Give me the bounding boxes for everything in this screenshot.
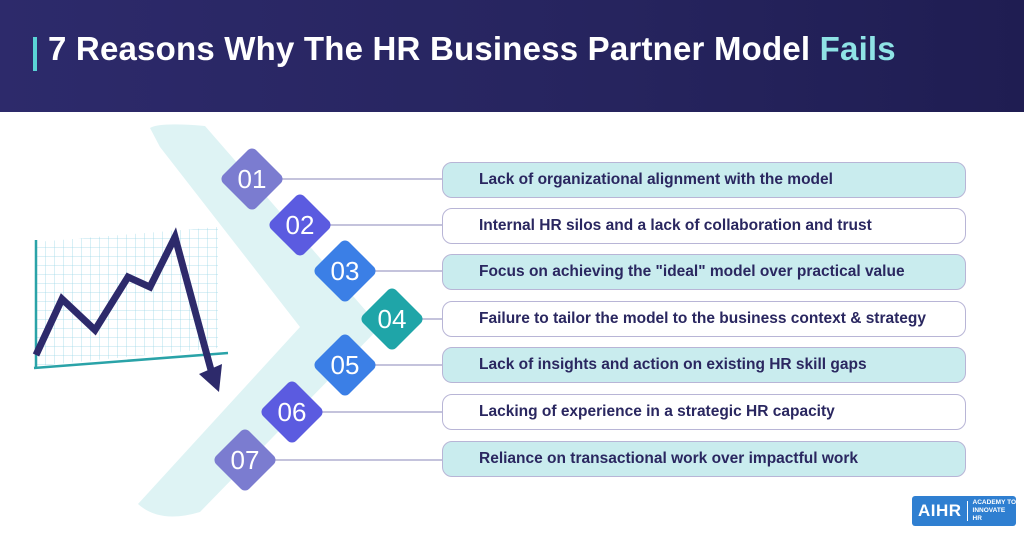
diamond-shape-01 xyxy=(221,148,283,210)
reason-text-06: Lacking of experience in a strategic HR … xyxy=(479,403,835,420)
reason-box-05: Lack of insights and action on existing … xyxy=(442,347,966,383)
diamond-shape-05 xyxy=(314,334,376,396)
number-diamond-06: 06 xyxy=(261,381,323,443)
reason-box-01: Lack of organizational alignment with th… xyxy=(442,162,966,198)
header-banner: 7 Reasons Why The HR Business Partner Mo… xyxy=(0,0,1024,112)
diagram-canvas: 01 02 03 04 05 06 07 xyxy=(32,124,442,517)
aihr-logo: AIHR ACADEMY TO INNOVATE HR xyxy=(912,496,1016,526)
title-main: 7 Reasons Why The HR Business Partner Mo… xyxy=(48,30,820,67)
reason-text-04: Failure to tailor the model to the busin… xyxy=(479,310,926,327)
diamond-number-03: 03 xyxy=(331,256,360,286)
reason-text-02: Internal HR silos and a lack of collabor… xyxy=(479,217,872,234)
reason-text-03: Focus on achieving the "ideal" model ove… xyxy=(479,263,905,280)
page-title: 7 Reasons Why The HR Business Partner Mo… xyxy=(48,30,896,68)
number-diamond-03: 03 xyxy=(314,240,376,302)
declining-chart-illustration xyxy=(32,227,229,392)
diamond-number-01: 01 xyxy=(238,164,267,194)
chart-trend-line xyxy=(32,227,215,371)
reason-text-05: Lack of insights and action on existing … xyxy=(479,356,867,373)
logo-sub-text: ACADEMY TO INNOVATE HR xyxy=(972,499,1017,522)
diamond-shape-04 xyxy=(361,288,423,350)
reason-text-07: Reliance on transactional work over impa… xyxy=(479,450,858,467)
diamond-number-06: 06 xyxy=(278,397,307,427)
diamond-shape-07 xyxy=(214,429,276,491)
reason-box-07: Reliance on transactional work over impa… xyxy=(442,441,966,477)
title-accent-word: Fails xyxy=(819,30,896,67)
title-accent-bar xyxy=(33,37,37,71)
diamond-number-05: 05 xyxy=(331,350,360,380)
chart-grid xyxy=(36,227,218,366)
reason-text-01: Lack of organizational alignment with th… xyxy=(479,171,833,188)
chart-x-axis xyxy=(33,351,229,370)
reason-box-04: Failure to tailor the model to the busin… xyxy=(442,301,966,337)
diamond-number-07: 07 xyxy=(231,445,260,475)
reason-box-02: Internal HR silos and a lack of collabor… xyxy=(442,208,966,244)
number-diamonds: 01 02 03 04 05 06 07 xyxy=(214,148,423,491)
number-diamond-04: 04 xyxy=(361,288,423,350)
logo-main-text: AIHR xyxy=(918,501,962,520)
number-diamond-07: 07 xyxy=(214,429,276,491)
number-diamond-02: 02 xyxy=(269,194,331,256)
diamond-shape-03 xyxy=(314,240,376,302)
chart-arrow-head xyxy=(199,364,222,392)
diamond-number-04: 04 xyxy=(378,304,407,334)
diamond-number-02: 02 xyxy=(286,210,315,240)
number-diamond-05: 05 xyxy=(314,334,376,396)
diamond-shape-06 xyxy=(261,381,323,443)
logo-divider xyxy=(966,501,968,521)
diamond-shape-02 xyxy=(269,194,331,256)
reason-box-03: Focus on achieving the "ideal" model ove… xyxy=(442,254,966,290)
reason-box-06: Lacking of experience in a strategic HR … xyxy=(442,394,966,430)
number-diamond-01: 01 xyxy=(221,148,283,210)
